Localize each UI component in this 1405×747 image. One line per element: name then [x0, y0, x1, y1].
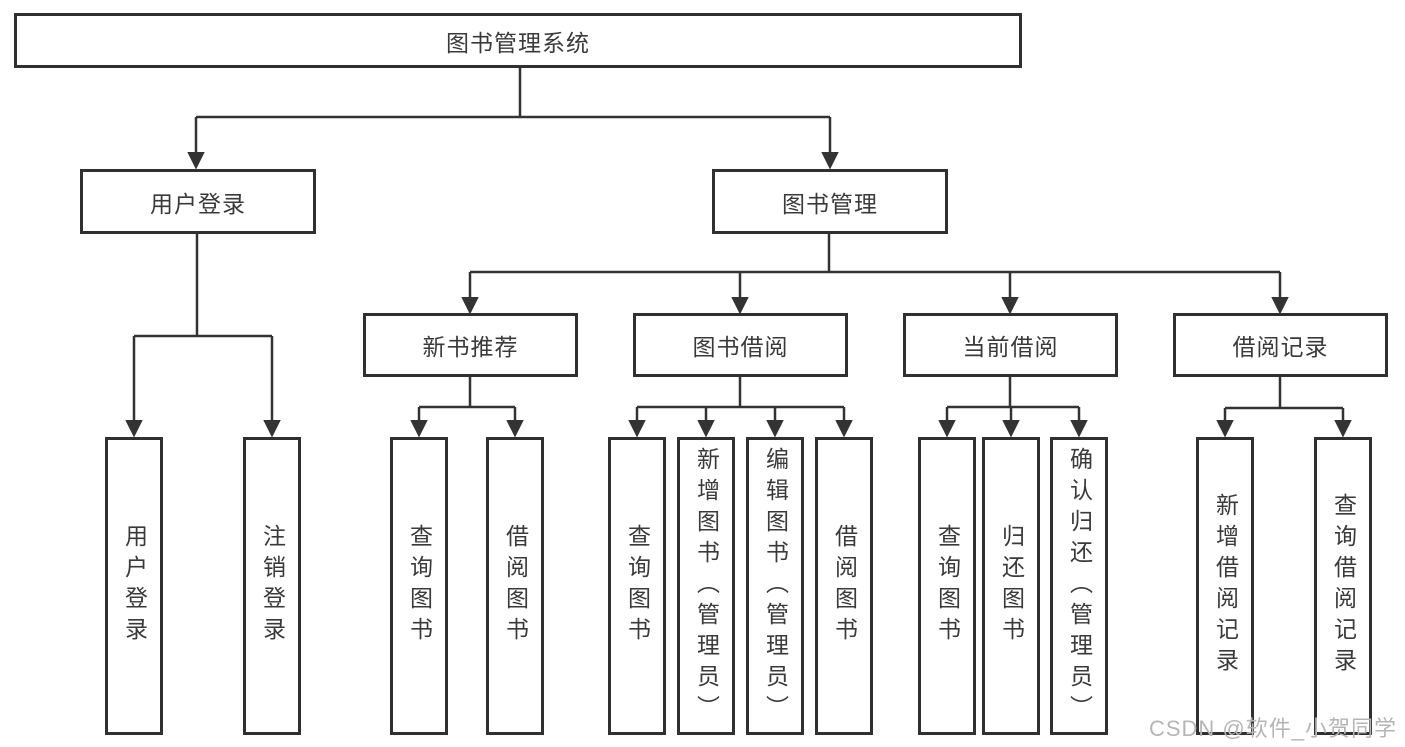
leaf-logout: 注销登录: [243, 437, 301, 735]
node-library-management-system: 图书管理系统: [14, 13, 1022, 68]
node-user-login-branch: 用户登录: [80, 169, 316, 234]
node-current-borrowing: 当前借阅: [903, 313, 1118, 377]
leaf-query-books-borrowing: 查询图书: [608, 437, 666, 735]
leaf-query-books-current: 查询图书: [918, 437, 976, 735]
leaf-user-login: 用户登录: [105, 437, 163, 735]
leaf-query-borrow-record: 查询借阅记录: [1314, 437, 1372, 735]
node-new-book-recommendation: 新书推荐: [363, 313, 578, 377]
leaf-add-borrow-record: 新增借阅记录: [1196, 437, 1254, 735]
leaf-borrow-books-borrowing: 借阅图书: [815, 437, 873, 735]
leaf-edit-book-admin: 编辑图书（管理员）: [746, 437, 804, 735]
node-book-borrowing: 图书借阅: [633, 313, 848, 377]
node-book-management: 图书管理: [712, 169, 948, 234]
leaf-query-books-recommend: 查询图书: [390, 437, 448, 735]
leaf-borrow-books-recommend: 借阅图书: [486, 437, 544, 735]
leaf-add-book-admin: 新增图书（管理员）: [677, 437, 735, 735]
leaf-return-books: 归还图书: [982, 437, 1040, 735]
leaf-confirm-return-admin: 确认归还（管理员）: [1050, 437, 1108, 735]
node-borrowing-records: 借阅记录: [1173, 313, 1388, 377]
csdn-watermark: CSDN @软件_小贺同学: [1148, 716, 1397, 741]
